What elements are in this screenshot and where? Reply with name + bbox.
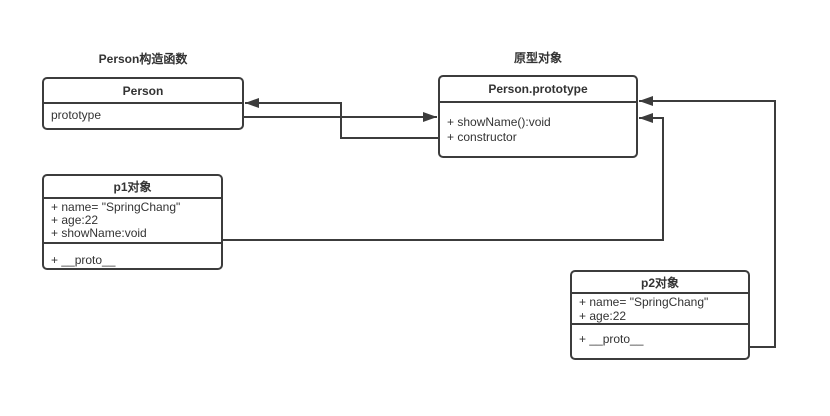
prototype-constructor-row: + constructor <box>447 130 517 144</box>
person-prototype-box-header: Person.prototype <box>440 77 636 103</box>
p1-box-header: p1对象 <box>44 176 221 199</box>
edge-p2-proto-to-prototype-object <box>639 96 776 348</box>
person-prototype-row: prototype <box>51 108 102 122</box>
prototype-showname-row: + showName():void <box>447 115 551 129</box>
person-prototype-box-body: + showName():void + constructor <box>440 103 636 156</box>
person-box: Person prototype <box>42 77 244 130</box>
p2-age-row: + age:22 <box>579 309 627 323</box>
p1-object-box: p1对象 + name= "SpringChang" + age:22 + sh… <box>42 174 223 270</box>
p2-box-attrs: + name= "SpringChang" + age:22 <box>572 294 748 325</box>
p1-box-attrs: + name= "SpringChang" + age:22 + showNam… <box>44 199 221 244</box>
p1-box-proto-compartment: + __proto__ <box>44 244 221 268</box>
edge-p1-proto-to-prototype-object <box>223 113 664 241</box>
p1-showname-row: + showName:void <box>51 226 147 240</box>
prototype-object-title: 原型对象 <box>513 51 562 65</box>
p1-name-row: + name= "SpringChang" <box>51 200 181 214</box>
p1-age-row: + age:22 <box>51 213 99 227</box>
p2-object-box: p2对象 + name= "SpringChang" + age:22 + __… <box>570 270 750 360</box>
constructor-function-title: Person构造函数 <box>98 52 188 66</box>
person-box-header: Person <box>44 79 242 104</box>
p2-box-proto-compartment: + __proto__ <box>572 325 748 358</box>
p2-name-row: + name= "SpringChang" <box>579 295 709 309</box>
person-box-body: prototype <box>44 104 242 128</box>
p2-proto-row: + __proto__ <box>579 332 644 346</box>
edge-prototype-constructor-to-person <box>245 98 438 139</box>
p2-box-header: p2对象 <box>572 272 748 294</box>
person-prototype-box: Person.prototype + showName():void + con… <box>438 75 638 158</box>
p1-proto-row: + __proto__ <box>51 253 116 267</box>
